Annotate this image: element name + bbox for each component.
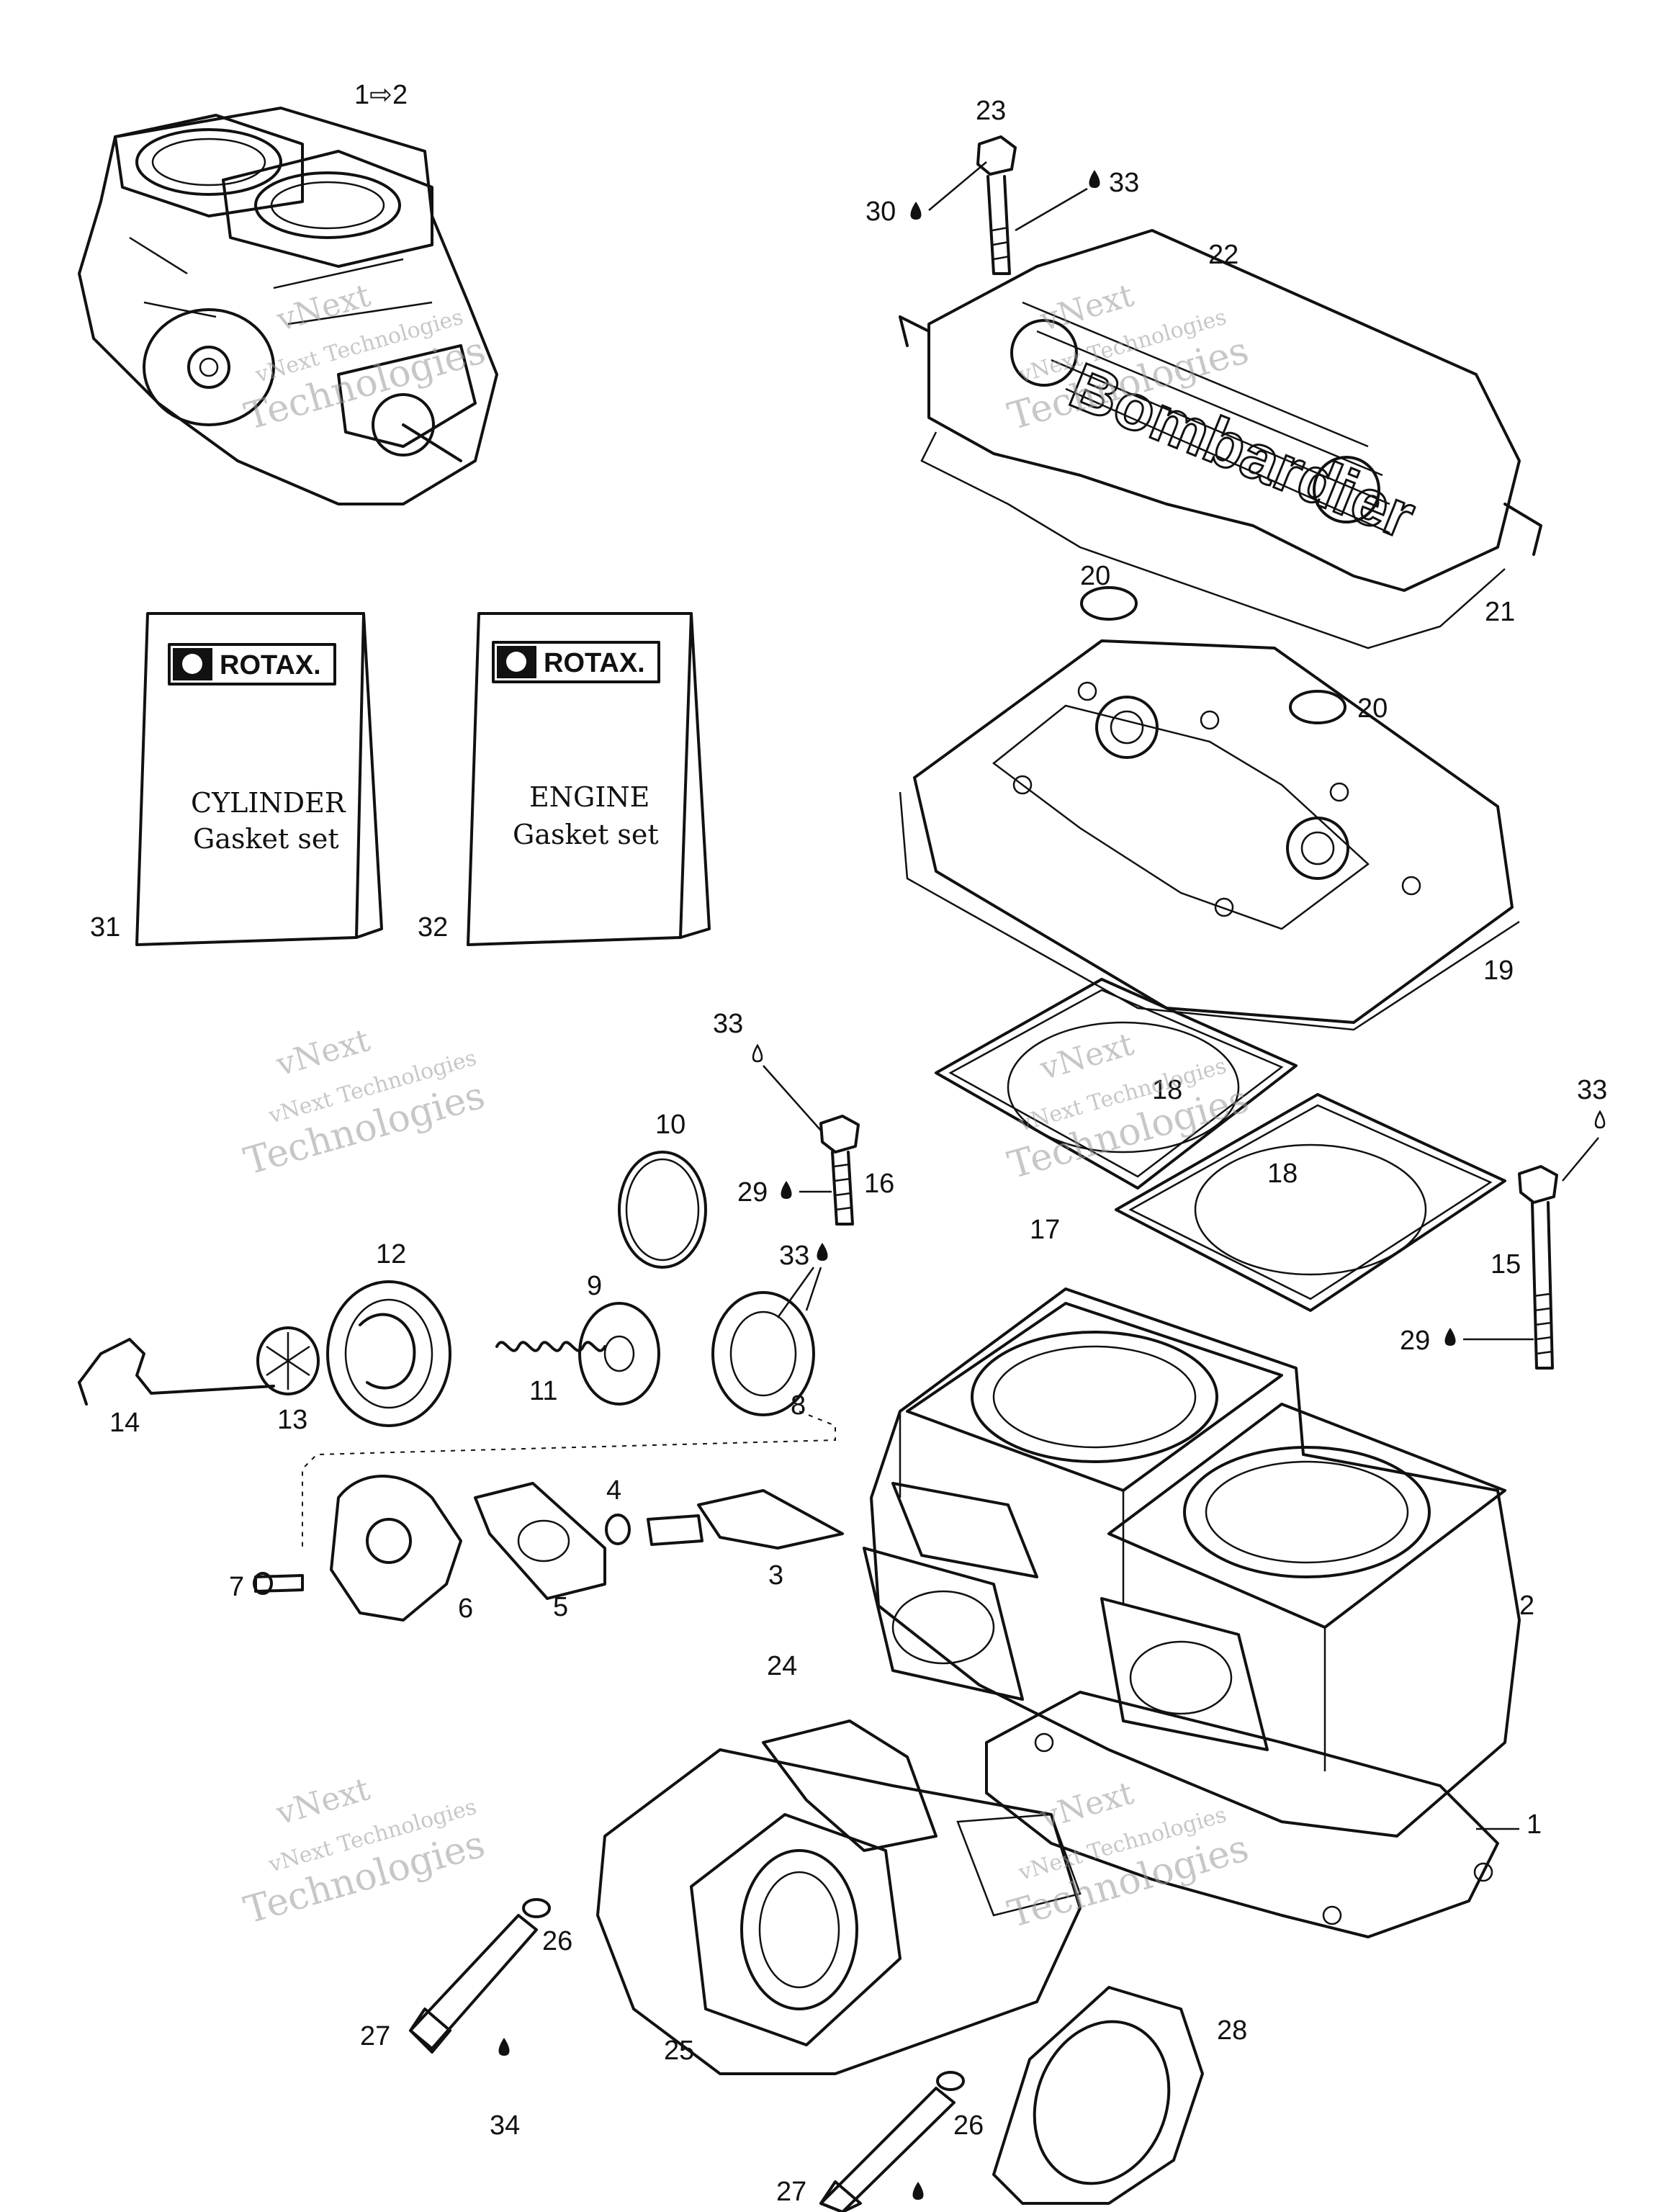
watermark-lower-left: vNext vNext Technologies Technologies (240, 1771, 490, 1933)
valve-piston (578, 1302, 660, 1406)
valve-cap (256, 1326, 320, 1395)
exhaust-manifold (596, 1719, 1082, 2075)
callout-1: 1 (1527, 1809, 1542, 1840)
exhaust-screw-right (819, 2071, 965, 2212)
callout-13: 13 (277, 1405, 307, 1435)
cylinder-bolt-long (1518, 1165, 1558, 1370)
valve-spring (495, 1341, 606, 1352)
callout-12: 12 (376, 1239, 406, 1269)
callout-31: 31 (90, 912, 120, 943)
head-gasket-rear (1115, 1093, 1506, 1312)
cylinder-base-gasket (985, 1691, 1499, 1938)
cylinder-book-title: CYLINDER (191, 787, 346, 819)
callout-20-left: 20 (1080, 561, 1110, 591)
cylinder-block (863, 1287, 1521, 1838)
callout-32: 32 (418, 912, 448, 943)
engine-book-brand: ROTAX. (544, 648, 645, 678)
engine-book-subtitle: Gasket set (513, 819, 659, 850)
cylinder-bolt-short (819, 1115, 860, 1226)
engine-gasket-set-book: ROTAX. ENGINE Gasket set (467, 612, 711, 946)
callout-26-left: 26 (542, 1926, 572, 1956)
watermark-lower-right: vNext vNext Technologies Technologies (1003, 1775, 1253, 1937)
callout-34: 34 (490, 2110, 520, 2141)
valve-housing-screw (253, 1572, 304, 1595)
cylinder-book-brand: ROTAX. (220, 650, 321, 680)
callout-29-right: 29 (1400, 1326, 1430, 1356)
sealant-drop-icon (1444, 1328, 1456, 1346)
sealant-drop-icon (912, 2182, 924, 2200)
watermark-upper-left: vNext vNext Technologies Technologies (240, 277, 490, 439)
valve-base-gasket (474, 1482, 606, 1600)
callout-23: 23 (976, 96, 1006, 126)
watermark-mid-left: vNext vNext Technologies Technologies (240, 1022, 490, 1184)
callout-21: 21 (1485, 597, 1515, 627)
callout-6: 6 (458, 1593, 473, 1624)
callout-33-top: 33 (1109, 168, 1139, 198)
callout-18-left: 18 (1152, 1075, 1182, 1105)
callout-25: 25 (664, 2036, 694, 2066)
callout-1-to-2: 1⇨2 (354, 80, 408, 110)
callout-9: 9 (587, 1271, 602, 1301)
rave-valve-slide (647, 1489, 844, 1550)
svg-text:vNext: vNext (1035, 1775, 1138, 1837)
head-cover-bolt (976, 135, 1017, 275)
exhaust-gasket (992, 1986, 1204, 2205)
sealant-drop-icon (498, 2038, 510, 2056)
head-gasket-front (935, 978, 1298, 1190)
cylinder-gasket-set-book: ROTAX. CYLINDER Gasket set (135, 612, 383, 946)
sealant-drop-icon (781, 1181, 792, 1199)
callout-33-right: 33 (1577, 1075, 1607, 1105)
callout-24: 24 (767, 1651, 797, 1681)
callout-7: 7 (229, 1572, 244, 1602)
callout-14: 14 (109, 1408, 140, 1438)
valve-spring-clip (78, 1338, 275, 1406)
callout-2: 2 (1519, 1591, 1534, 1621)
cylinder-head (899, 639, 1520, 1031)
callout-10: 10 (655, 1110, 685, 1140)
valve-o-ring (605, 1514, 631, 1545)
callout-5: 5 (553, 1592, 568, 1622)
cylinder-head-cover: Bombardier (899, 229, 1542, 649)
callout-17: 17 (1030, 1215, 1060, 1245)
svg-text:vNext: vNext (271, 1022, 374, 1084)
exhaust-screw-left (409, 1898, 551, 2054)
sealant-drop-icon (1089, 170, 1100, 188)
valve-cover (326, 1280, 451, 1427)
callout-19: 19 (1483, 956, 1514, 986)
callout-8: 8 (791, 1390, 806, 1421)
callout-4: 4 (606, 1475, 621, 1506)
callout-30: 30 (866, 197, 896, 227)
callout-26-right: 26 (953, 2110, 984, 2141)
callout-33-mid-left: 33 (713, 1009, 743, 1039)
callout-27-left: 27 (360, 2021, 390, 2051)
callout-33-valve: 33 (779, 1241, 809, 1271)
cylinder-book-subtitle: Gasket set (193, 823, 339, 855)
callout-22: 22 (1208, 240, 1238, 270)
callout-15: 15 (1491, 1249, 1521, 1280)
valve-bellows (711, 1291, 815, 1416)
sealant-drop-outline-icon (1594, 1110, 1606, 1129)
valve-gasket-ring (618, 1151, 707, 1269)
callout-18-right: 18 (1267, 1159, 1298, 1189)
svg-text:vNext: vNext (1035, 1026, 1138, 1088)
o-ring (1289, 690, 1346, 724)
svg-text:vNext: vNext (272, 277, 374, 339)
svg-text:vNext: vNext (271, 1771, 374, 1833)
engine-assembly-illustration (78, 107, 498, 505)
callout-28: 28 (1217, 2015, 1247, 2046)
o-ring (1080, 586, 1138, 621)
callout-3: 3 (768, 1560, 783, 1591)
sealant-drop-outline-icon (752, 1043, 763, 1063)
callout-16: 16 (864, 1169, 894, 1199)
sealant-drop-icon (817, 1243, 828, 1261)
valve-housing (330, 1475, 462, 1622)
sealant-drop-icon (910, 202, 922, 220)
callout-11: 11 (529, 1376, 557, 1406)
callout-27-right: 27 (776, 2177, 806, 2207)
callout-29-left: 29 (737, 1177, 768, 1208)
engine-book-title: ENGINE (529, 781, 649, 813)
